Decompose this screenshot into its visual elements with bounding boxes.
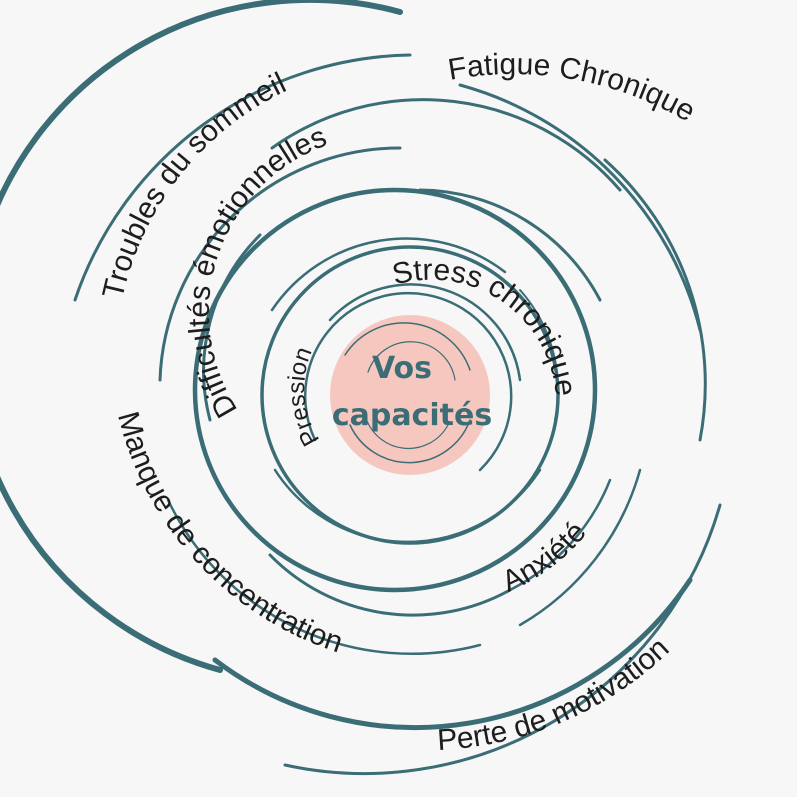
center-circle: [330, 315, 490, 475]
inner-rings: [304, 283, 522, 472]
center-label-line1: Vos: [372, 351, 432, 386]
middle-rings: [260, 237, 560, 545]
fourth-rings: [158, 98, 707, 656]
label-anxiete: Anxiété: [497, 516, 593, 599]
outer-rings: [0, 0, 722, 776]
third-rings: [192, 187, 612, 617]
label-pression: Pression: [283, 344, 325, 451]
label-manque-concentration: Manque de concentration: [111, 408, 347, 659]
label-fatigue-chronique: Fatigue Chronique: [446, 48, 701, 128]
center-label-line2: capacités: [332, 398, 492, 433]
